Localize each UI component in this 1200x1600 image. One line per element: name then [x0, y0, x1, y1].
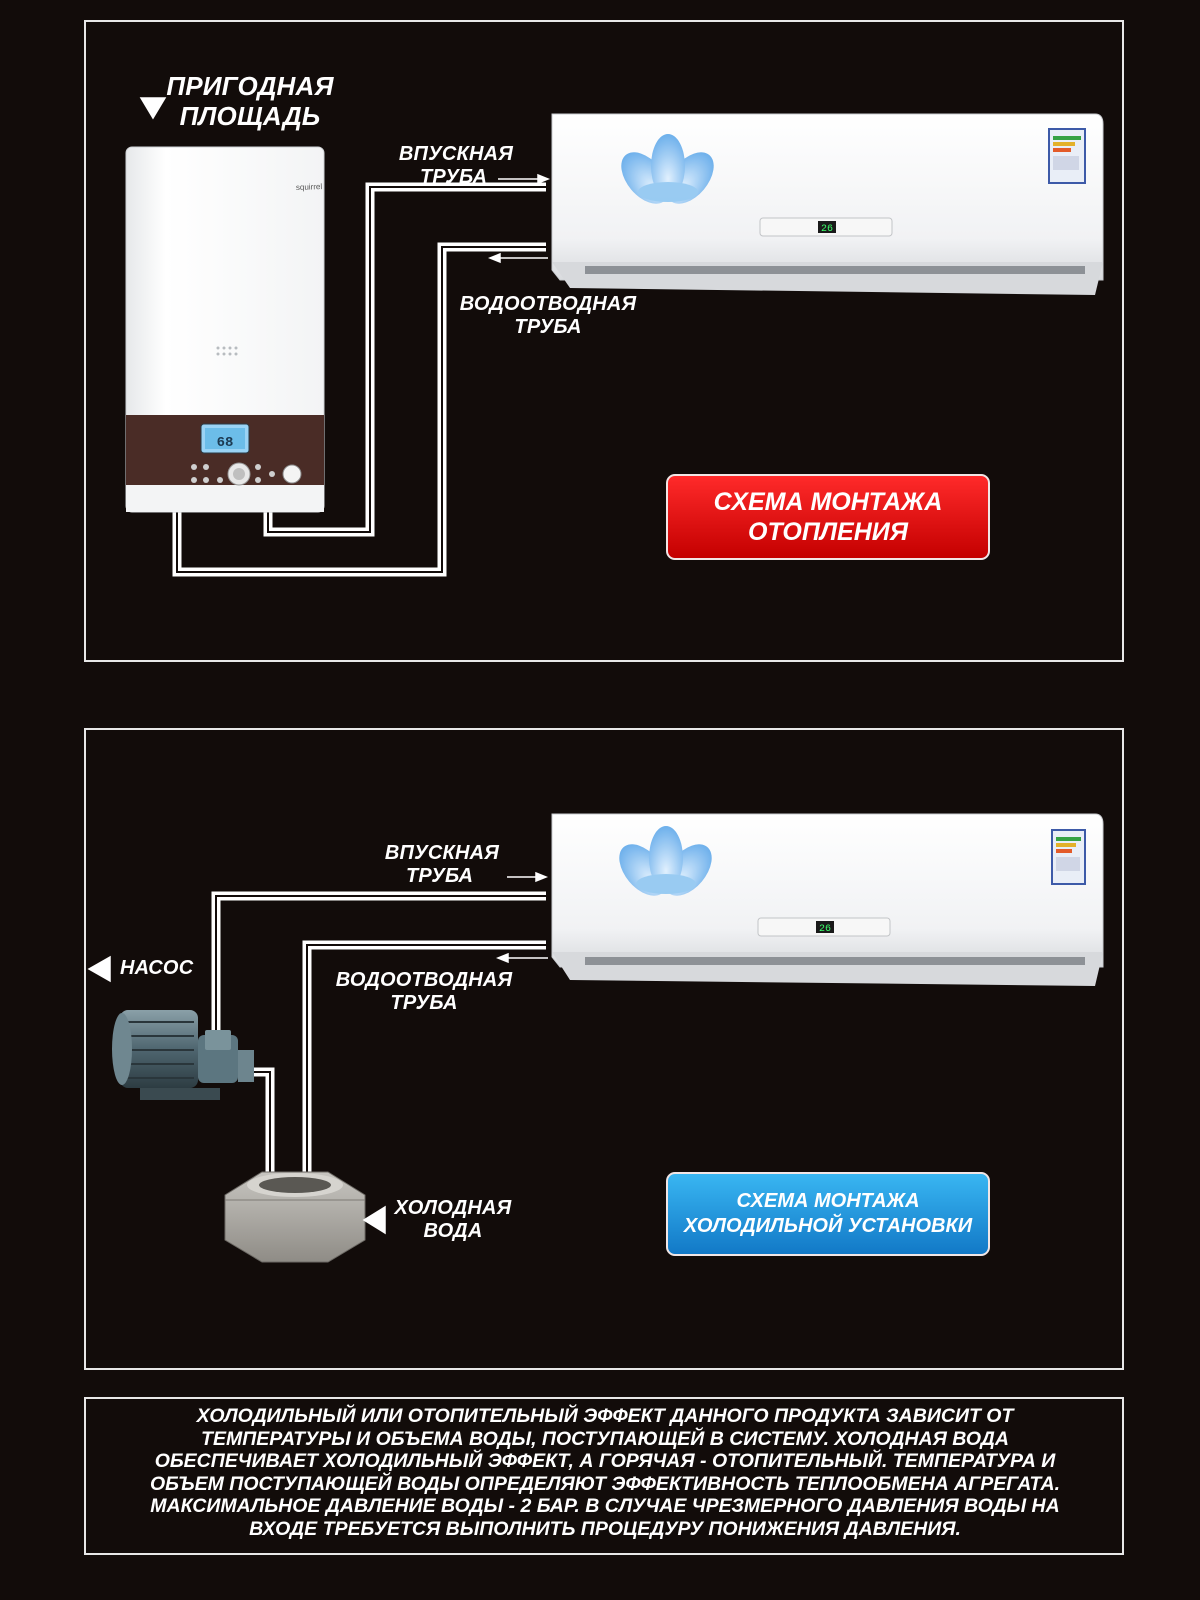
pump-label: НАСОС — [120, 957, 194, 979]
note-line: ХОЛОДИЛЬНЫЙ ИЛИ ОТОПИТЕЛЬНЫЙ ЭФФЕКТ ДАНН… — [196, 1405, 1014, 1427]
note-line: ОБЕСПЕЧИВАЕТ ХОЛОДИЛЬНЫЙ ЭФФЕКТ, А ГОРЯЧ… — [154, 1450, 1056, 1473]
note-text: ХОЛОДИЛЬНЫЙ ИЛИ ОТОПИТЕЛЬНЫЙ ЭФФЕКТ ДАНН… — [110, 1405, 1100, 1541]
note-line: ОБЪЕМ ПОСТУПАЮЩЕЙ ВОДЫ ОПРЕДЕЛЯЮТ ЭФФЕКТ… — [149, 1472, 1061, 1495]
heating-diagram-panel — [84, 20, 1124, 662]
note-line: ТЕМПЕРАТУРЫ И ОБЪЕМА ВОДЫ, ПОСТУПАЮЩЕЙ В… — [201, 1427, 1009, 1450]
note-line: МАКСИМАЛЬНОЕ ДАВЛЕНИЕ ВОДЫ - 2 БАР. В СЛ… — [150, 1495, 1060, 1518]
ac-unit-cooling: 26 — [551, 813, 1104, 986]
note-panel — [84, 1397, 1124, 1555]
ac-unit-heating: 26 — [551, 113, 1104, 295]
triangle-left-icon — [362, 1205, 386, 1235]
cooling-pipes — [211, 891, 546, 1188]
ac-display-cooling: 26 — [819, 924, 831, 935]
triangle-left-icon — [87, 955, 111, 983]
boiler-illustration: squirrel 68 — [125, 146, 325, 513]
cooling-diagram-panel — [84, 728, 1124, 1370]
boiler-brand: squirrel — [296, 182, 323, 192]
triangle-down-icon — [139, 97, 167, 120]
heating-pipes — [172, 182, 546, 577]
pump-illustration — [112, 1010, 254, 1100]
note-line: ВХОДЕ ТРЕБУЕТСЯ ВЫПОЛНИТЬ ПРОЦЕДУРУ ПОНИ… — [249, 1517, 961, 1540]
flower-icon — [619, 826, 712, 896]
heating-arrows — [139, 97, 551, 264]
boiler-display: 68 — [217, 435, 234, 451]
ac-display-heating: 26 — [821, 224, 833, 235]
well-illustration — [224, 1171, 366, 1263]
flower-icon — [621, 134, 714, 204]
cooling-arrows — [87, 871, 549, 1235]
